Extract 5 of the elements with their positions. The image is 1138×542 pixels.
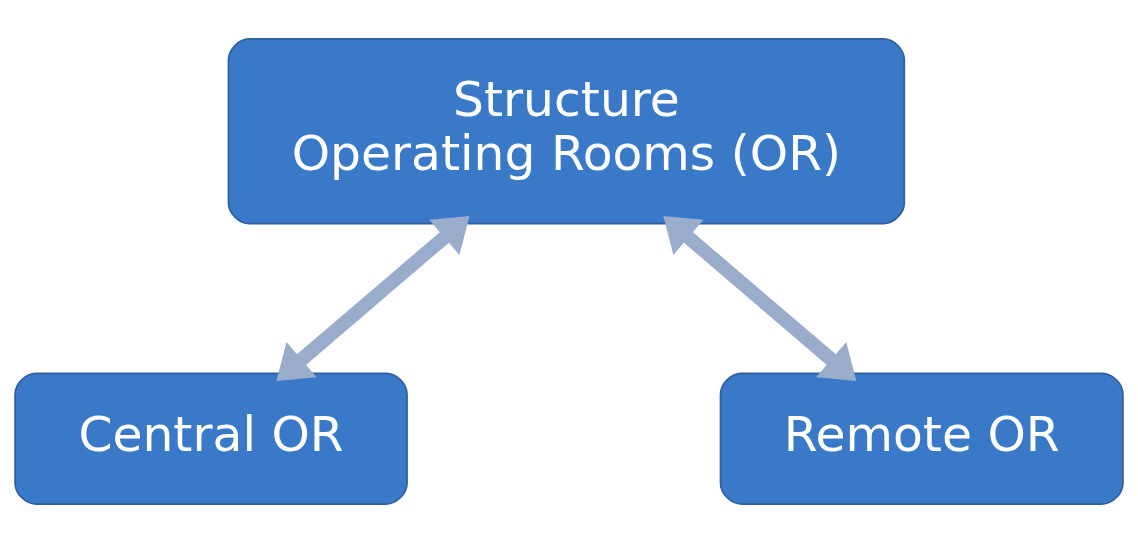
arrow xyxy=(663,215,857,381)
node-box: Central OR xyxy=(14,372,408,505)
node-box: Structure Operating Rooms (OR) xyxy=(227,37,906,224)
node-box: Remote OR xyxy=(719,372,1124,505)
arrow xyxy=(276,215,470,381)
